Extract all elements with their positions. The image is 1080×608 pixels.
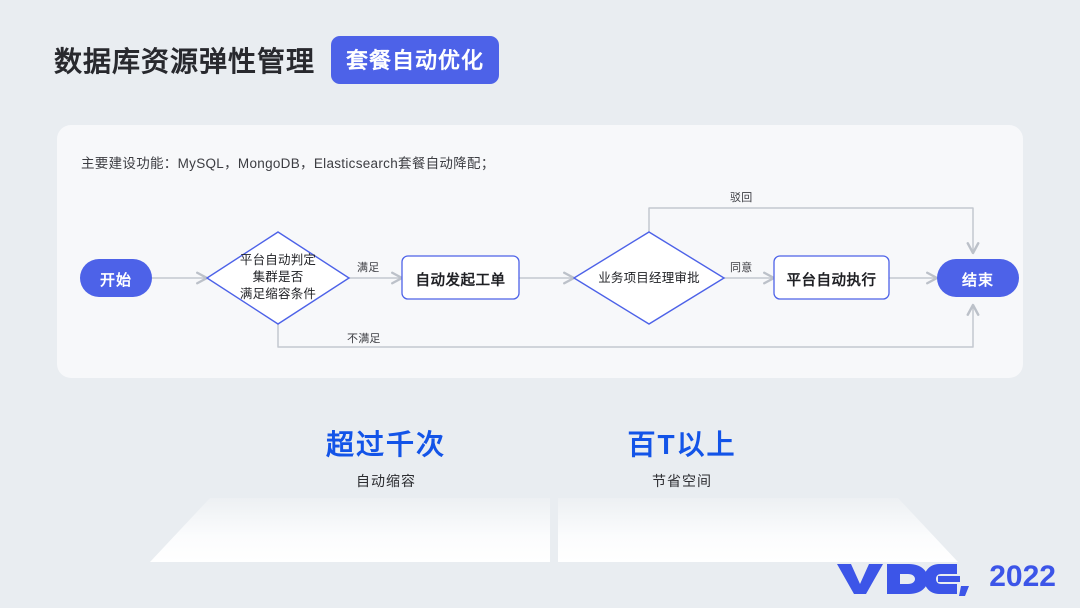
node-end[interactable] bbox=[937, 259, 1019, 297]
slide-header: 数据库资源弹性管理 套餐自动优化 bbox=[54, 36, 500, 84]
stats-section: 超过千次 自动缩容 百T以上 节省空间 bbox=[0, 428, 1080, 508]
node-execute[interactable] bbox=[773, 255, 890, 300]
node-start[interactable] bbox=[80, 259, 152, 297]
plinth-right bbox=[558, 498, 958, 562]
node-approval[interactable] bbox=[572, 231, 726, 325]
edge-decision-reject-to-end bbox=[277, 303, 980, 348]
vdc-logo: 2022 bbox=[835, 560, 1056, 596]
stat-item-2: 百T以上 节省空间 bbox=[582, 428, 782, 491]
edge-label-satisfy: 满足 bbox=[357, 262, 380, 274]
flowchart-diagram bbox=[80, 207, 1019, 348]
plinth-left bbox=[150, 498, 550, 562]
flowchart-description: 主要建设功能：MySQL，MongoDB，Elasticsearch套餐自动降配… bbox=[81, 156, 495, 171]
node-decision[interactable] bbox=[205, 231, 351, 325]
node-ticket[interactable] bbox=[401, 255, 520, 300]
stat-caption-1: 自动缩容 bbox=[356, 473, 416, 489]
edge-label-agree: 同意 bbox=[730, 262, 753, 274]
stat-item-1: 超过千次 自动缩容 bbox=[286, 428, 486, 491]
edge-label-not-satisfy: 不满足 bbox=[347, 333, 381, 345]
flowchart-card: 主要建设功能：MySQL，MongoDB，Elasticsearch套餐自动降配… bbox=[57, 125, 1023, 378]
vdc-logo-mark-icon bbox=[837, 564, 970, 596]
title-badge: 套餐自动优化 bbox=[331, 36, 500, 84]
page-title: 数据库资源弹性管理 bbox=[54, 46, 316, 77]
edge-approval-reject-to-end bbox=[648, 207, 980, 255]
edge-label-reject: 驳回 bbox=[730, 192, 753, 204]
stat-caption-2: 节省空间 bbox=[652, 473, 712, 489]
vdc-logo-year: 2022 bbox=[989, 560, 1056, 593]
stat-value-1: 超过千次 bbox=[325, 429, 446, 460]
stat-value-2: 百T以上 bbox=[627, 429, 737, 460]
